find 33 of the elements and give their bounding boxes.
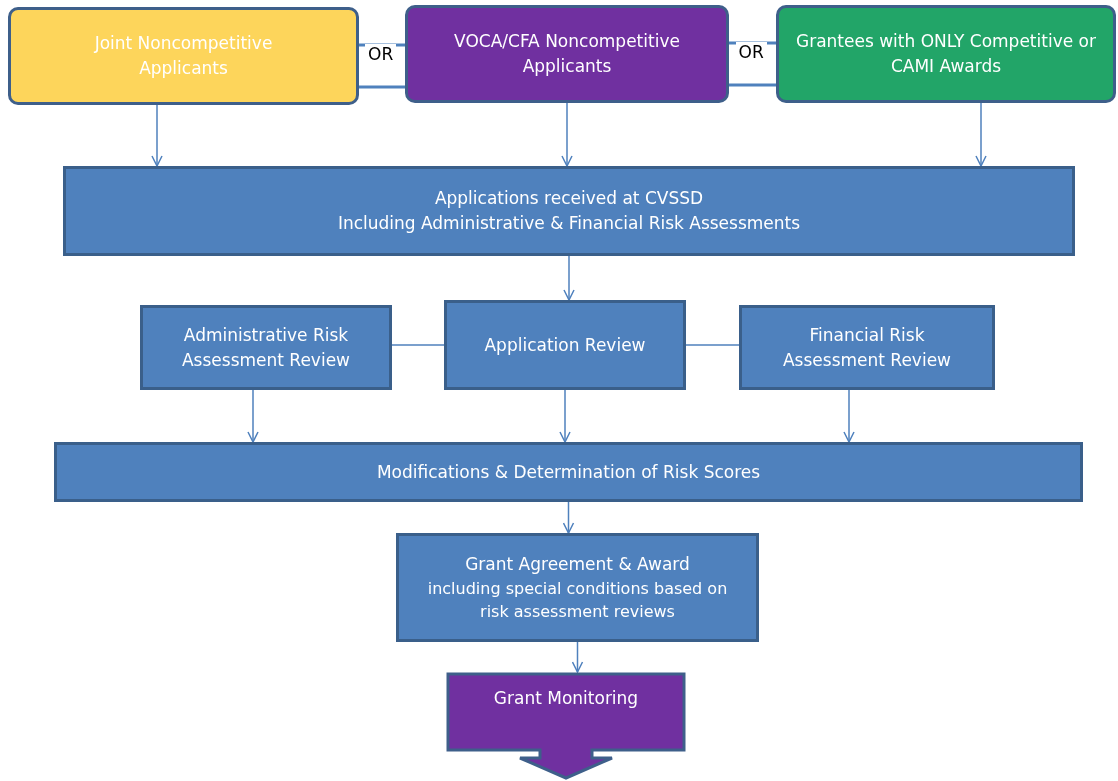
process-box — [776, 5, 1116, 103]
process-box — [405, 5, 729, 103]
process-box — [54, 442, 1083, 502]
box-title: Grant Monitoring — [493, 687, 639, 710]
box-title: Grant Agreement & Award — [465, 553, 690, 576]
box-title: Application Review — [484, 333, 646, 357]
connector — [151, 104, 163, 167]
connector — [391, 344, 445, 346]
connector — [561, 102, 573, 167]
process-box — [444, 300, 686, 390]
box-subtitle: including special conditions based on risk assessment reviews — [426, 577, 729, 623]
box-title: VOCA/CFA Noncompetitive Applicants — [453, 30, 681, 78]
process-box — [739, 305, 995, 390]
connector — [247, 389, 259, 443]
box-subtitle: Including Administrative & Financial Risk Assessments — [337, 212, 801, 235]
connector — [843, 389, 855, 443]
box-title: Administrative Risk Assessment Review — [180, 323, 351, 372]
process-box — [396, 533, 759, 642]
process-box — [63, 166, 1075, 256]
process-box — [8, 7, 359, 105]
connector — [559, 389, 571, 443]
connector — [975, 102, 987, 167]
connector — [563, 255, 575, 301]
connector — [562, 501, 575, 534]
box-title: Joint Noncompetitive Applicants — [93, 32, 274, 80]
connector — [685, 344, 740, 346]
box-title: Grantees with ONLY Competitive or CAMI Awards — [795, 30, 1097, 78]
down-arrow-callout — [446, 672, 686, 780]
process-box — [140, 305, 392, 390]
connector — [571, 641, 584, 673]
box-title: Financial Risk Assessment Review — [781, 323, 952, 372]
box-title: Modifications & Determination of Risk Scores — [376, 460, 761, 484]
box-title: Applications received at CVSSD — [434, 187, 704, 211]
